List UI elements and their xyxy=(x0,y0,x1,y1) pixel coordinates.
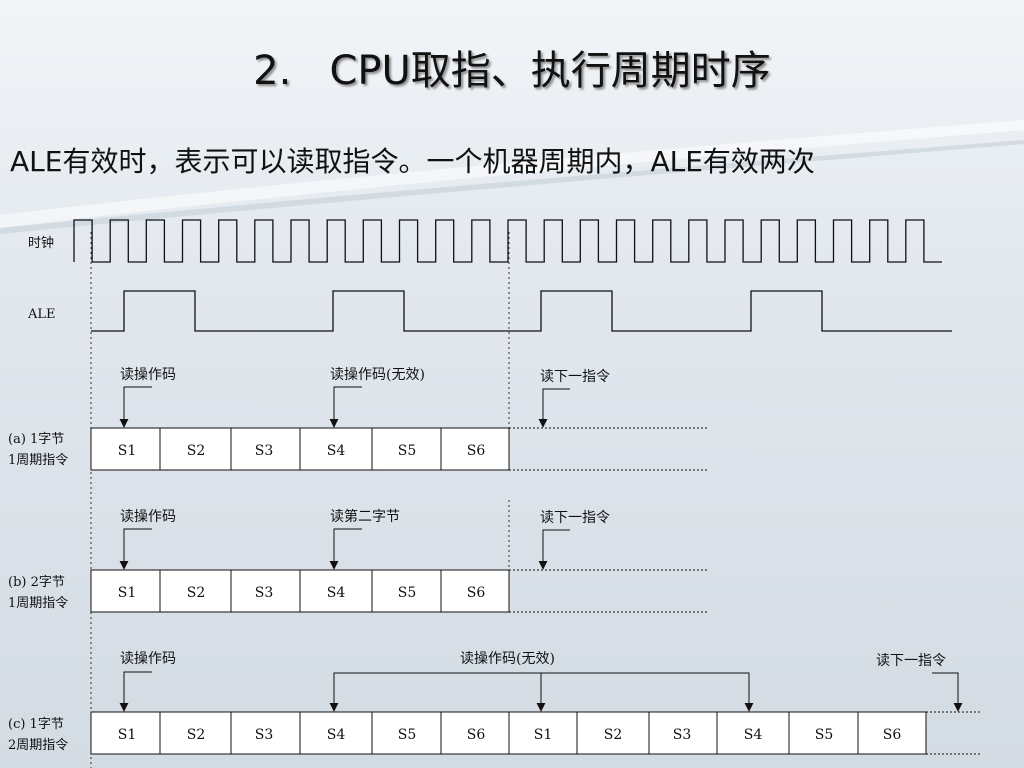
annotation-read-second-byte: 读第二字节 xyxy=(330,508,400,525)
annotation-read-next-instruction: 读下一指令 xyxy=(540,509,610,526)
case-label-line1: (c) 1字节 xyxy=(8,717,64,732)
state-cell: S4 xyxy=(327,727,346,743)
state-cell: S1 xyxy=(118,727,137,743)
state-cell: S6 xyxy=(467,585,486,601)
state-cell: S5 xyxy=(398,443,417,459)
state-cell: S6 xyxy=(467,443,486,459)
state-cell: S3 xyxy=(673,727,692,743)
arrow-read-second-byte xyxy=(329,528,362,570)
arrow-read-opcode xyxy=(119,528,152,570)
state-cell: S1 xyxy=(534,727,553,743)
annotation-read-next-instruction: 读下一指令 xyxy=(876,652,946,669)
state-cell: S3 xyxy=(255,585,274,601)
state-cell: S5 xyxy=(815,727,834,743)
arrow-read-next-instruction xyxy=(538,388,570,428)
state-cell: S2 xyxy=(187,727,206,743)
annotation-read-next-instruction: 读下一指令 xyxy=(540,368,610,385)
case-b-group: (b) 2字节 1周期指令 读操作码 读第二字节 读下一指令 S1 S2 S3 … xyxy=(8,508,707,613)
state-cell: S4 xyxy=(327,585,346,601)
annotation-read-opcode: 读操作码 xyxy=(120,366,176,383)
clock-signal-label: 时钟 xyxy=(28,235,54,251)
state-cell: S1 xyxy=(118,443,137,459)
clock-waveform xyxy=(73,219,942,263)
arrow-read-opcode xyxy=(119,386,152,428)
state-cell: S4 xyxy=(327,443,346,459)
state-cell: S2 xyxy=(604,727,623,743)
annotation-read-opcode: 读操作码 xyxy=(120,650,176,667)
case-a-group: (a) 1字节 1周期指令 读操作码 读操作码(无效) 读下一指令 S1 S2 … xyxy=(8,366,707,471)
case-c-group: (c) 1字节 2周期指令 读操作码 读操作码(无效) 读下一指令 S1 S2 … xyxy=(8,650,982,755)
ale-waveform xyxy=(91,290,952,332)
state-cell: S3 xyxy=(255,443,274,459)
state-cell: S2 xyxy=(187,443,206,459)
case-label-line2: 2周期指令 xyxy=(8,738,68,753)
timing-diagram: 时钟 ALE (a) 1字节 1周期指令 读操作码 读操作码(无效) 读下一指令… xyxy=(8,219,982,768)
annotation-read-opcode: 读操作码 xyxy=(120,508,176,525)
arrow-read-next-instruction xyxy=(932,672,963,712)
annotation-read-opcode-invalid: 读操作码(无效) xyxy=(460,650,555,667)
state-cell: S3 xyxy=(255,727,274,743)
arrow-read-next-instruction xyxy=(538,529,570,570)
slide-subtitle: ALE有效时，表示可以读取指令。一个机器周期内，ALE有效两次 xyxy=(10,145,815,178)
state-cell: S4 xyxy=(744,727,763,743)
arrow-read-opcode-invalid xyxy=(329,386,362,428)
arrow-read-opcode xyxy=(119,671,152,712)
annotation-read-opcode-invalid: 读操作码(无效) xyxy=(330,366,425,383)
state-cell: S6 xyxy=(883,727,902,743)
slide-title: 2. CPU取指、执行周期时序 xyxy=(253,48,771,94)
case-label-line1: (b) 2字节 xyxy=(8,575,65,590)
ale-signal-label: ALE xyxy=(27,307,56,322)
state-cell: S5 xyxy=(398,585,417,601)
state-cell: S5 xyxy=(398,727,417,743)
state-cell: S1 xyxy=(118,585,137,601)
case-label-line2: 1周期指令 xyxy=(8,453,68,468)
state-cell: S2 xyxy=(187,585,206,601)
state-cell: S6 xyxy=(467,727,486,743)
case-label-line1: (a) 1字节 xyxy=(8,432,64,447)
case-label-line2: 1周期指令 xyxy=(8,596,68,611)
